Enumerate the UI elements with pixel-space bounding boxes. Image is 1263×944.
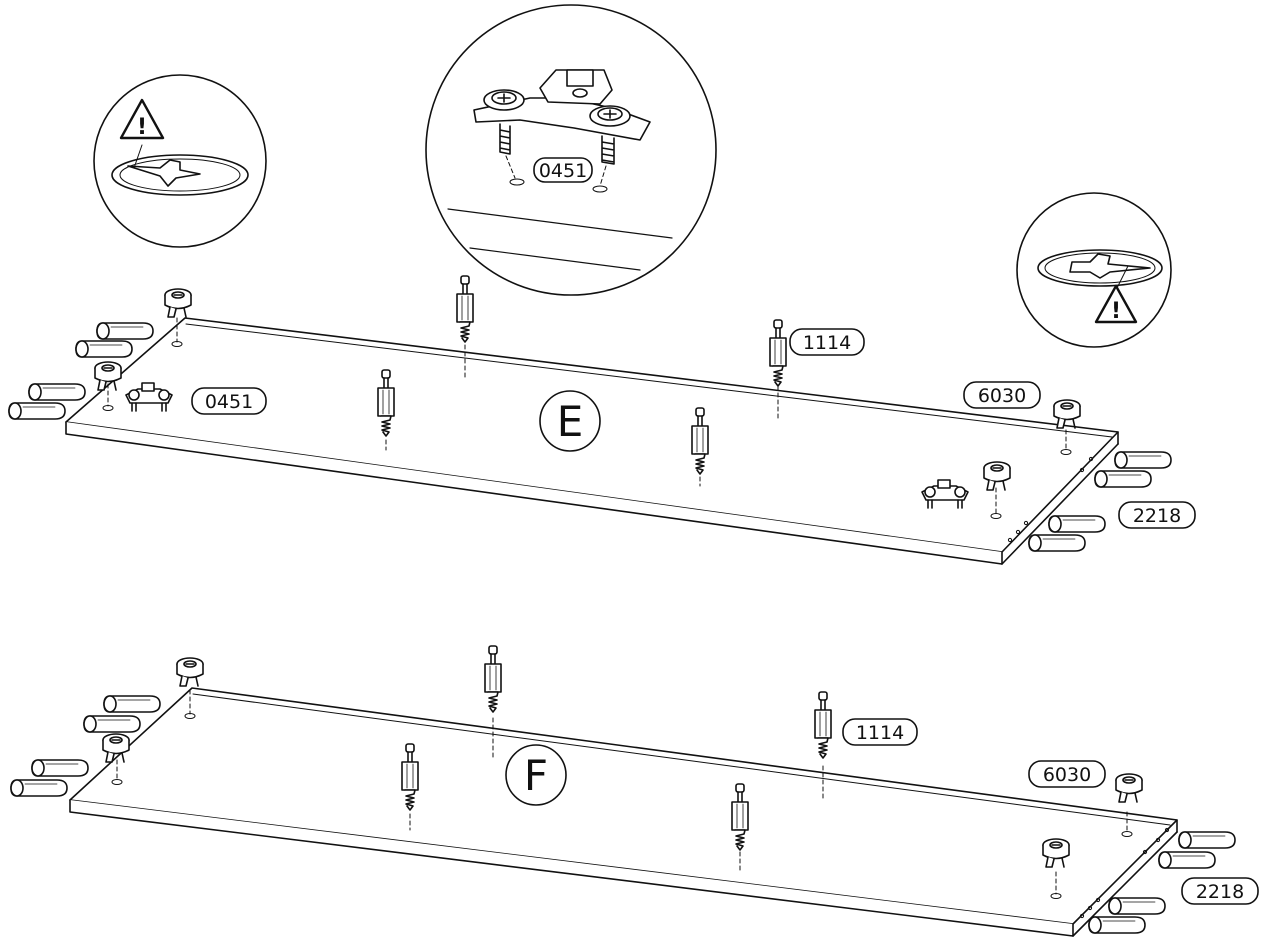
callout-6030-text: 6030 xyxy=(1043,764,1091,786)
detail-center-zoom: 0451 xyxy=(425,4,717,296)
warning-triangle-icon xyxy=(1094,284,1138,324)
warning-triangle-icon xyxy=(119,98,165,140)
panel-letter-f: F xyxy=(524,751,548,800)
panel-f-holes xyxy=(111,689,1170,919)
detail-right-warning: ! xyxy=(1016,192,1172,348)
callout-1114-text: 1114 xyxy=(803,332,851,354)
callout-2218-text: 2218 xyxy=(1196,881,1244,903)
panel-f xyxy=(69,687,1178,937)
callout-2218-text: 2218 xyxy=(1133,505,1181,527)
warning-symbol: ! xyxy=(137,115,147,140)
callout-6030 xyxy=(1028,760,1106,788)
callout-2218 xyxy=(1118,501,1196,529)
callout-2218 xyxy=(1181,877,1259,905)
panel-f-callouts: F 1114 6030 2218 xyxy=(505,718,1259,905)
warning-symbol: ! xyxy=(1111,299,1121,324)
panel-e-callouts: E 0451 1114 6030 2218 xyxy=(191,328,1196,529)
callout-0451 xyxy=(191,387,267,415)
panel-letter-e: E xyxy=(557,397,584,446)
callout-0451-text: 0451 xyxy=(205,391,253,413)
panel-e-holes xyxy=(102,317,1094,543)
callout-1114 xyxy=(789,328,865,356)
callout-0451-zoom-text: 0451 xyxy=(539,160,587,182)
callout-0451-zoom xyxy=(533,157,593,183)
callout-6030-text: 6030 xyxy=(978,385,1026,407)
callout-1114-text: 1114 xyxy=(856,722,904,744)
detail-left-warning: ! xyxy=(93,74,267,248)
callout-1114 xyxy=(842,718,918,746)
callout-6030 xyxy=(963,381,1041,409)
